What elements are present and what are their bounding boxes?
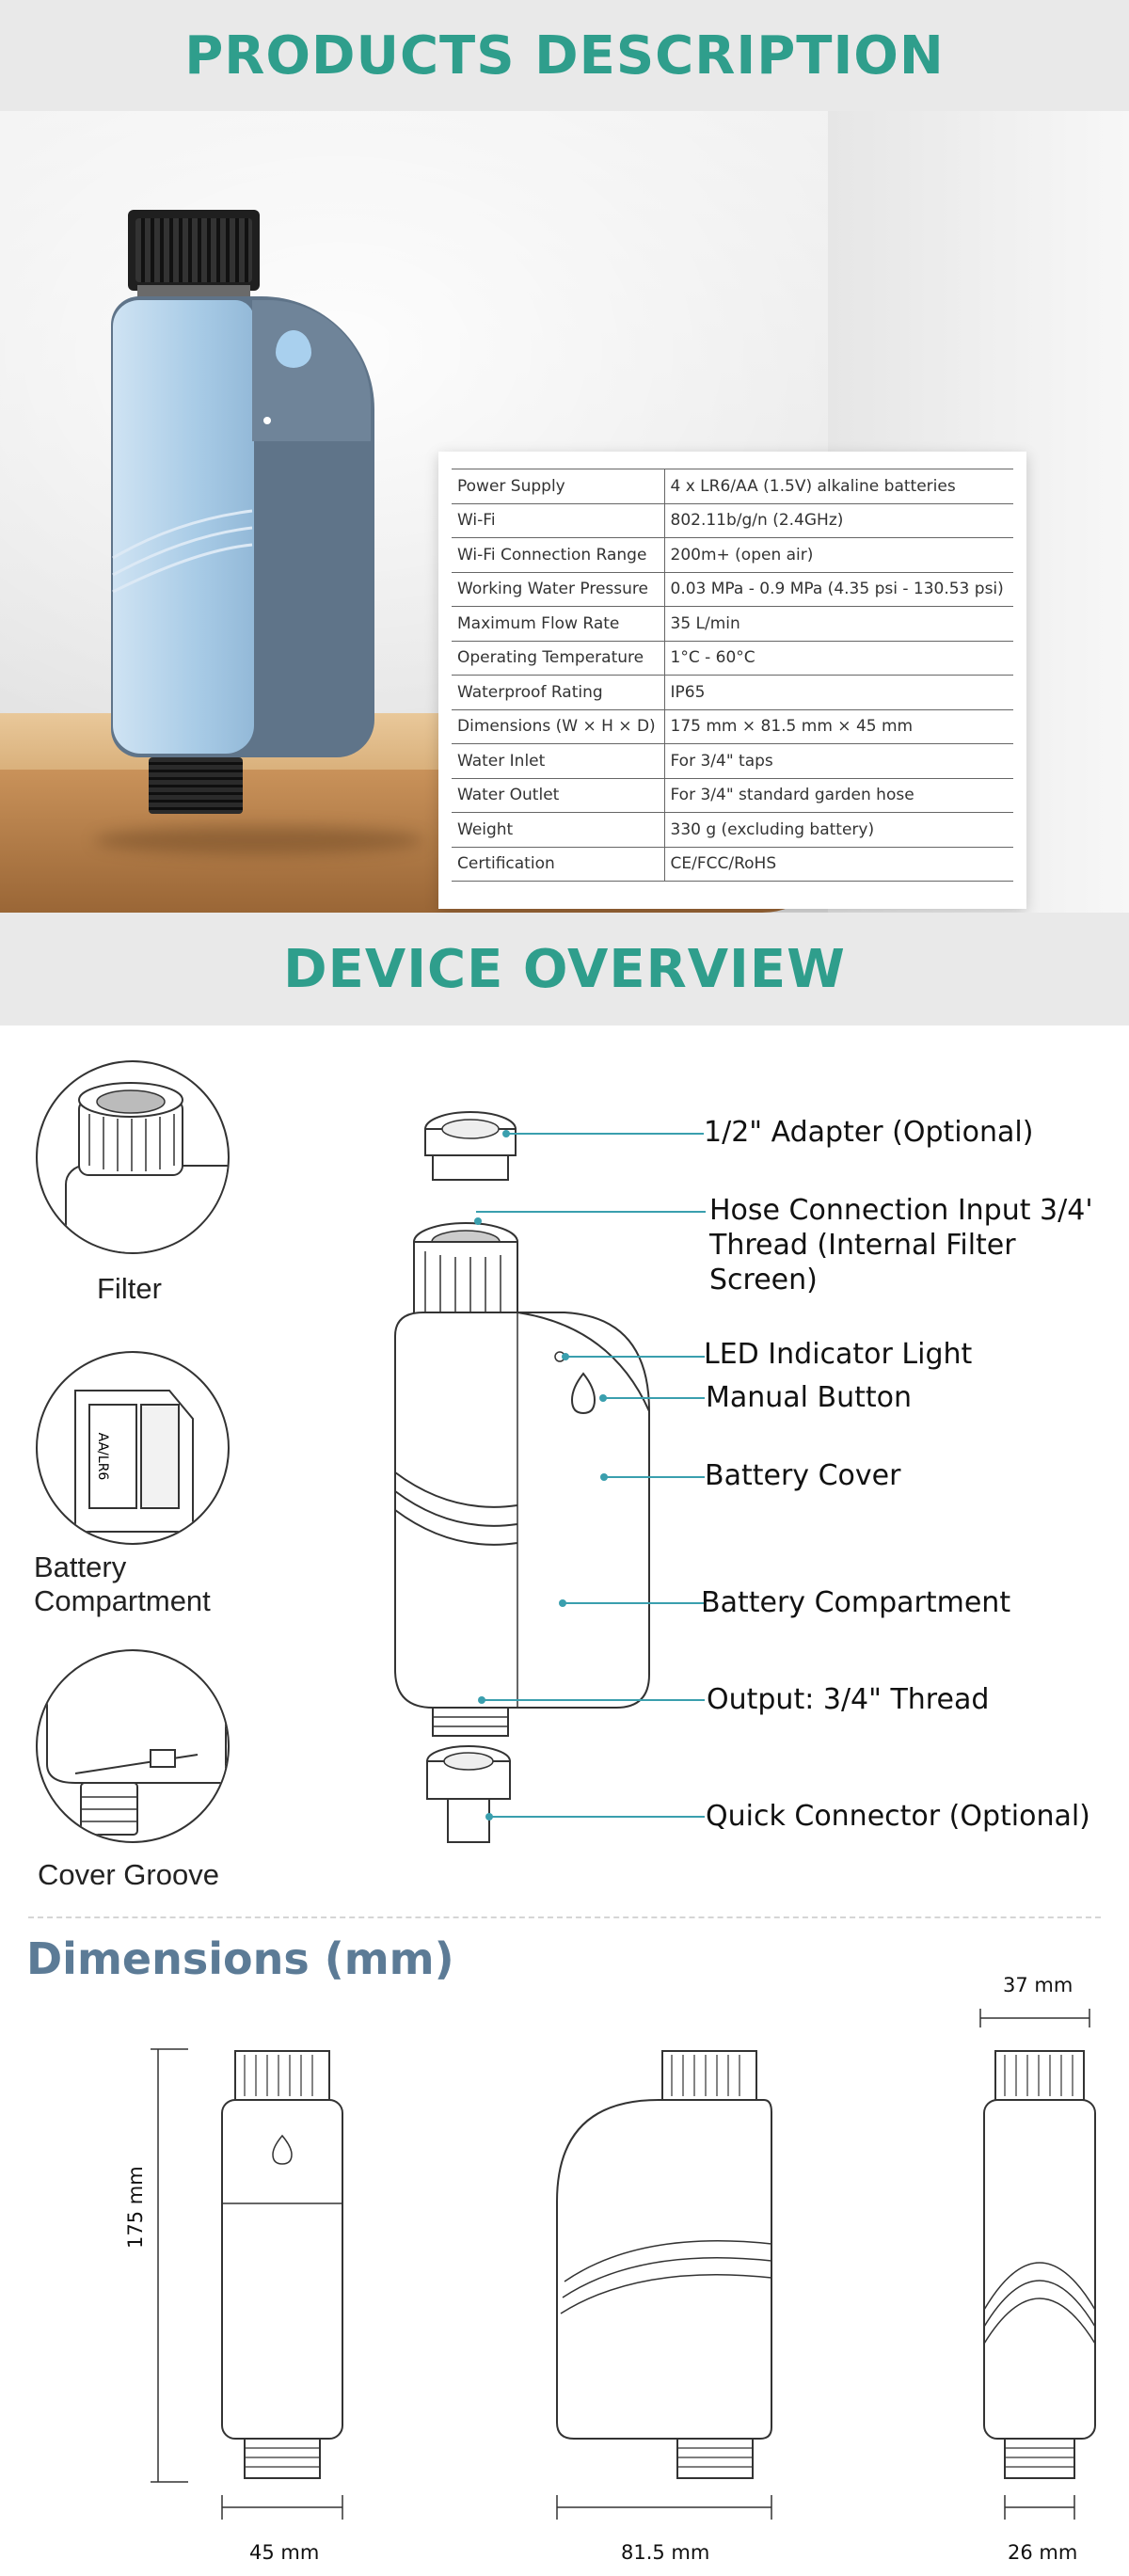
inlet-cap xyxy=(128,210,260,291)
side-view-drawing xyxy=(556,2050,772,2520)
spec-label: Maximum Flow Rate xyxy=(452,606,665,642)
spec-label: Certification xyxy=(452,847,665,882)
outlet-thread xyxy=(149,757,243,814)
callout-line xyxy=(489,1816,705,1818)
body-curves xyxy=(112,509,253,594)
side-depth-dimension: 81.5 mm xyxy=(621,2541,710,2564)
spec-value: 4 x LR6/AA (1.5V) alkaline batteries xyxy=(664,469,1013,504)
front-width-dimension: 45 mm xyxy=(249,2541,320,2564)
spec-value: 0.03 MPa - 0.9 MPa (4.35 psi - 130.53 ps… xyxy=(664,572,1013,607)
height-dimension: 175 mm xyxy=(124,2166,147,2249)
spec-label: Dimensions (W × H × D) xyxy=(452,709,665,744)
front-view-drawing xyxy=(151,2048,343,2520)
main-body xyxy=(394,1222,650,1737)
cover-groove-circle xyxy=(36,1649,230,1843)
overview-header-band: DEVICE OVERVIEW xyxy=(0,913,1129,1026)
callout-line xyxy=(563,1602,705,1604)
spec-label: Water Outlet xyxy=(452,778,665,813)
battery-label: Battery Compartment xyxy=(34,1550,211,1618)
back-width-dimension: 26 mm xyxy=(1008,2541,1078,2564)
battery-label-line1: Battery xyxy=(34,1550,127,1583)
spec-label: Operating Temperature xyxy=(452,641,665,676)
spec-value: 175 mm × 81.5 mm × 45 mm xyxy=(664,709,1013,744)
dimensions-title: Dimensions (mm) xyxy=(26,1933,454,1984)
led-dot xyxy=(263,417,271,424)
spec-row: Dimensions (W × H × D)175 mm × 81.5 mm ×… xyxy=(452,709,1013,744)
output-callout: Output: 3/4" Thread xyxy=(707,1683,990,1716)
product-image xyxy=(111,210,384,913)
spec-label: Wi-Fi xyxy=(452,503,665,538)
hose-callout-line2: Thread (Internal Filter xyxy=(709,1229,1016,1262)
adapter-callout: 1/2" Adapter (Optional) xyxy=(704,1116,1034,1149)
callout-line xyxy=(476,1211,706,1213)
spec-label: Water Inlet xyxy=(452,743,665,779)
manual-button xyxy=(276,330,311,368)
top-width-dimension: 37 mm xyxy=(1003,1974,1073,1996)
callout-line xyxy=(603,1397,705,1399)
overview-title: DEVICE OVERVIEW xyxy=(283,938,846,1000)
battery-compartment-callout: Battery Compartment xyxy=(701,1586,1011,1619)
spec-label: Wi-Fi Connection Range xyxy=(452,537,665,573)
spec-value: CE/FCC/RoHS xyxy=(664,847,1013,882)
battery-text: AA/LR6 xyxy=(95,1433,110,1481)
battery-label-line2: Compartment xyxy=(34,1584,211,1617)
spec-value: 1°C - 60°C xyxy=(664,641,1013,676)
callout-line xyxy=(565,1356,705,1358)
quick-connector-part xyxy=(426,1745,511,1843)
spec-value: 802.11b/g/n (2.4GHz) xyxy=(664,503,1013,538)
spec-label: Working Water Pressure xyxy=(452,572,665,607)
hose-callout: Hose Connection Input 3/4' Thread (Inter… xyxy=(709,1193,1093,1297)
spec-value: 200m+ (open air) xyxy=(664,537,1013,573)
callout-dot xyxy=(474,1217,482,1225)
filter-label: Filter xyxy=(97,1272,162,1305)
manual-button-callout: Manual Button xyxy=(706,1381,913,1414)
callout-line xyxy=(482,1699,705,1701)
products-title: PRODUCTS DESCRIPTION xyxy=(184,24,945,87)
exploded-device-drawing xyxy=(394,1111,650,1843)
callout-line xyxy=(506,1133,704,1135)
spec-value: 35 L/min xyxy=(664,606,1013,642)
hose-callout-line3: Screen) xyxy=(709,1264,818,1296)
filter-detail-circle xyxy=(36,1060,230,1254)
adapter-part xyxy=(424,1111,517,1181)
device-shadow xyxy=(94,826,423,854)
spec-value: IP65 xyxy=(664,675,1013,710)
spec-label: Waterproof Rating xyxy=(452,675,665,710)
callout-line xyxy=(604,1476,705,1478)
battery-cover-callout: Battery Cover xyxy=(705,1459,901,1492)
back-view-drawing xyxy=(979,2009,1096,2520)
led-callout: LED Indicator Light xyxy=(704,1338,973,1371)
spec-label: Weight xyxy=(452,812,665,848)
section-divider xyxy=(28,1916,1101,1918)
spec-label: Power Supply xyxy=(452,469,665,504)
spec-value: For 3/4" taps xyxy=(664,743,1013,779)
cover-groove-label: Cover Groove xyxy=(38,1858,219,1891)
products-header-band: PRODUCTS DESCRIPTION xyxy=(0,0,1129,111)
quick-connector-callout: Quick Connector (Optional) xyxy=(706,1800,1090,1833)
spec-value: 330 g (excluding battery) xyxy=(664,812,1013,848)
battery-detail-circle: AA/LR6 xyxy=(36,1351,230,1545)
spec-value: For 3/4" standard garden hose xyxy=(664,778,1013,813)
hose-callout-line1: Hose Connection Input 3/4' xyxy=(709,1194,1093,1227)
